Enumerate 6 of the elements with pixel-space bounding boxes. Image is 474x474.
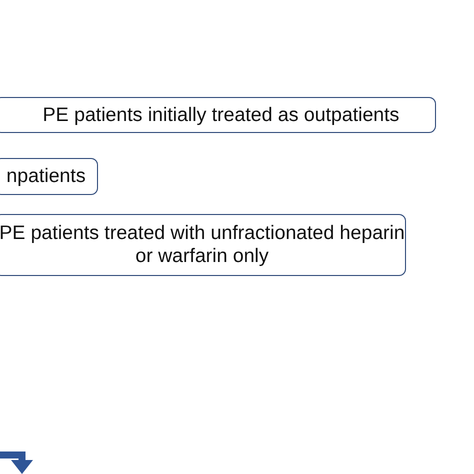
- box-label: npatients: [6, 165, 86, 188]
- box-label: PE patients initially treated as outpatients: [42, 104, 400, 126]
- process-box: [0, 214, 406, 276]
- box-label: PE patients treated with unfractionated heparin or warfarin only: [0, 222, 405, 268]
- process-box: [0, 158, 98, 195]
- process-box: [0, 97, 436, 133]
